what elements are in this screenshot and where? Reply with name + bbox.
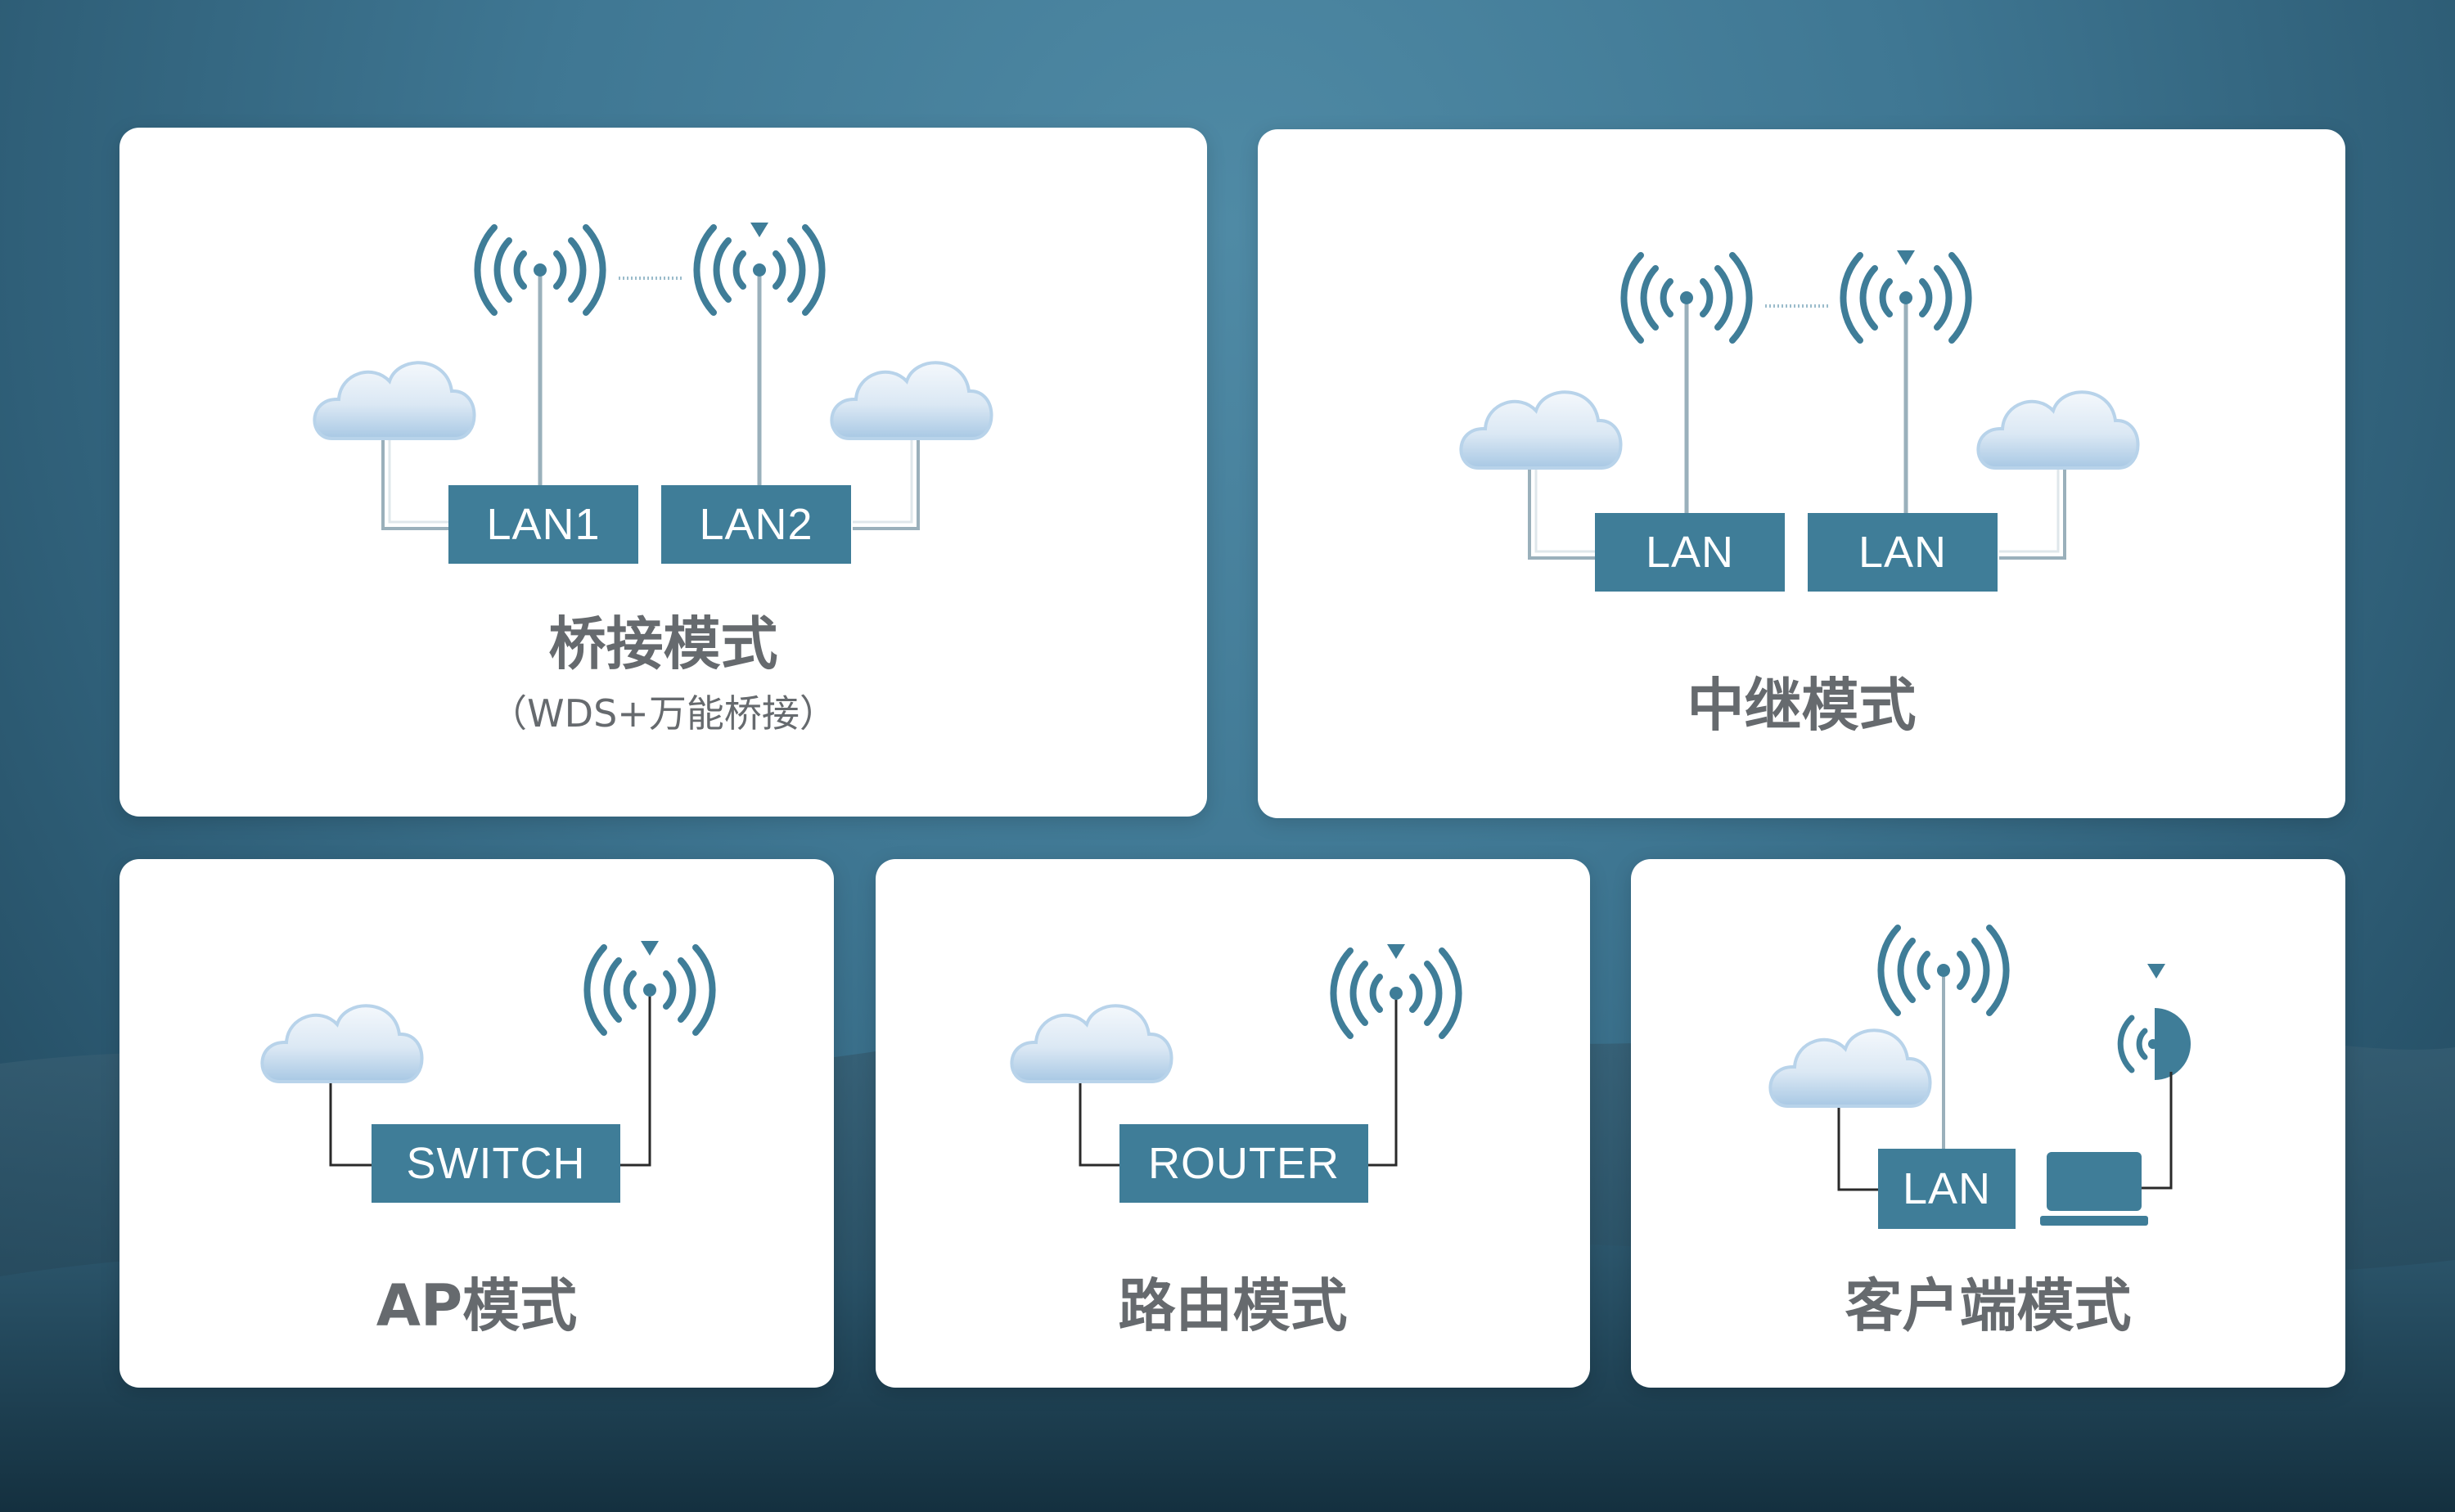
repeater-mode-card: LAN LAN 中继模式 <box>1258 129 2345 818</box>
bridge-mode-card: LAN1 LAN2 桥接模式 （WDS+万能桥接） <box>119 128 1207 817</box>
cloud-icon <box>1459 390 1623 470</box>
repeater-mode-title: 中继模式 <box>1687 672 1917 739</box>
bridge-diagram <box>313 223 993 530</box>
router-box: ROUTER <box>1119 1124 1368 1203</box>
cloud-icon <box>1010 1004 1173 1083</box>
bridge-mode-title: 桥接模式 <box>548 610 778 677</box>
cloud-icon <box>1976 390 2140 470</box>
switch-box: SWITCH <box>372 1124 620 1203</box>
cloud-icon <box>260 1004 424 1083</box>
signal-arrow-icon <box>641 941 659 956</box>
client-diagram <box>1768 859 2191 1226</box>
ap-mode-card: SWITCH AP模式 <box>119 859 834 1388</box>
router-mode-title: 路由模式 <box>1118 1272 1348 1339</box>
cloud-icon <box>1768 1028 1932 1108</box>
ap-mode-title: AP模式 <box>376 1272 578 1339</box>
ap-diagram <box>260 941 834 1167</box>
cloud-icon <box>830 361 993 440</box>
lan2-box: LAN2 <box>661 485 851 564</box>
signal-arrow-icon <box>2147 964 2165 979</box>
lan1-box: LAN1 <box>448 485 638 564</box>
receiver-icon <box>2117 1008 2191 1080</box>
lan-box-client: LAN <box>1878 1149 2016 1229</box>
laptop-icon <box>2040 1152 2148 1226</box>
client-mode-title: 客户端模式 <box>1845 1272 2132 1339</box>
signal-arrow-icon <box>1897 250 1915 265</box>
signal-arrow-icon <box>1387 944 1405 959</box>
lan-box-right: LAN <box>1808 513 1998 592</box>
signal-arrow-icon <box>750 223 768 237</box>
client-mode-card: LAN 客户端模式 <box>1631 859 2345 1388</box>
router-diagram <box>1010 944 1590 1167</box>
router-mode-card: ROUTER 路由模式 <box>876 859 1590 1388</box>
cloud-icon <box>313 361 476 440</box>
lan-box-left: LAN <box>1595 513 1785 592</box>
bridge-mode-subtitle: （WDS+万能桥接） <box>489 691 837 736</box>
repeater-diagram <box>1459 250 2140 560</box>
